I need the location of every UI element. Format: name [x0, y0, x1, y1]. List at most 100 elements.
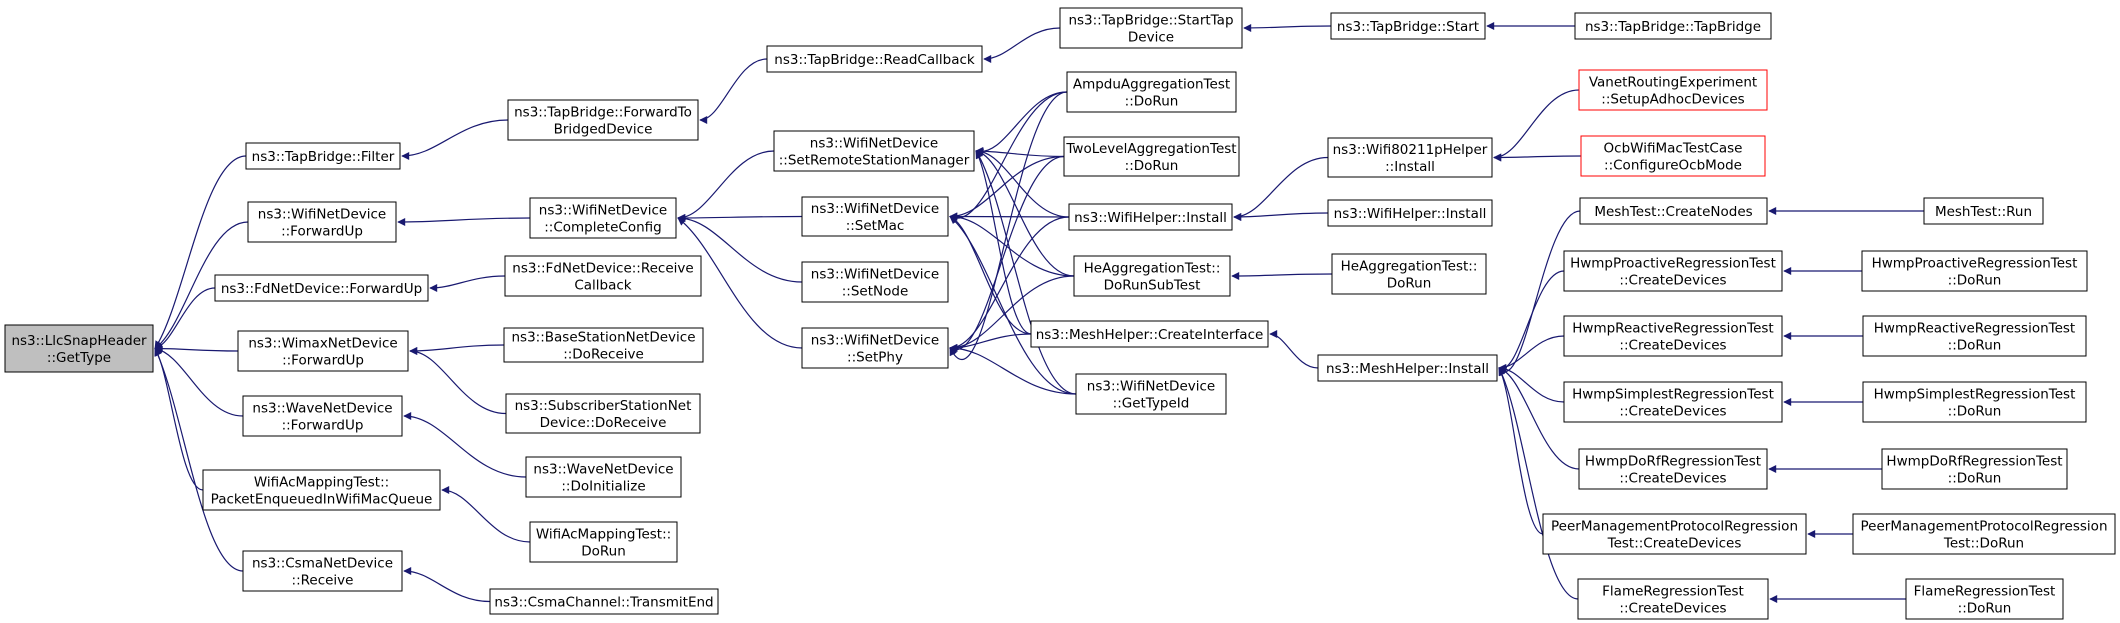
- node-n44[interactable]: HwmpProactiveRegressionTest::DoRun: [1861, 250, 2088, 292]
- node-n47[interactable]: HwmpDoRfRegressionTest::DoRun: [1881, 448, 2068, 490]
- edge-n19-n9: [677, 214, 803, 283]
- node-label: Device::DoReceive: [540, 415, 667, 431]
- node-box: [1861, 250, 2088, 292]
- node-box: [1068, 203, 1233, 231]
- node-n35[interactable]: OcbWifiMacTestCase::ConfigureOcbMode: [1580, 135, 1766, 177]
- node-box: [801, 327, 949, 369]
- node-n25[interactable]: HeAggregationTest::DoRunSubTest: [1073, 255, 1231, 297]
- node-n6[interactable]: WifiAcMappingTest::PacketEnqueuedInWifiM…: [202, 469, 441, 511]
- node-n13[interactable]: ns3::WaveNetDevice::DoInitialize: [525, 456, 682, 498]
- node-box: [1317, 354, 1498, 382]
- node-n45[interactable]: HwmpReactiveRegressionTest::DoRun: [1862, 315, 2087, 357]
- node-box: [1574, 12, 1772, 40]
- node-box: [1327, 199, 1493, 227]
- node-n16[interactable]: ns3::TapBridge::ReadCallback: [766, 45, 983, 73]
- node-n9[interactable]: ns3::WifiNetDevice::CompleteConfig: [529, 197, 677, 239]
- node-label: WifiAcMappingTest::: [254, 475, 389, 491]
- edge-n1-n0: [154, 155, 247, 350]
- edge-n23-n17: [975, 147, 1065, 158]
- node-n37[interactable]: HwmpProactiveRegressionTest::CreateDevic…: [1563, 250, 1783, 292]
- node-n31[interactable]: HeAggregationTest::DoRun: [1331, 253, 1487, 295]
- node-n28[interactable]: ns3::TapBridge::Start: [1330, 12, 1486, 40]
- node-n17[interactable]: ns3::WifiNetDevice::SetRemoteStationMana…: [773, 130, 975, 172]
- node-n1[interactable]: ns3::TapBridge::Filter: [245, 142, 401, 170]
- node-n34[interactable]: VanetRoutingExperiment::SetupAdhocDevice…: [1578, 69, 1768, 111]
- node-n18[interactable]: ns3::WifiNetDevice::SetMac: [801, 196, 949, 237]
- node-n0[interactable]: ns3::LlcSnapHeader::GetType: [4, 324, 154, 373]
- node-label: ns3::WifiHelper::Install: [1334, 206, 1487, 222]
- node-box: [247, 201, 397, 243]
- node-n46[interactable]: HwmpSimplestRegressionTest::DoRun: [1862, 381, 2087, 423]
- node-label: ns3::FdNetDevice::Receive: [512, 261, 693, 277]
- node-n5[interactable]: ns3::WaveNetDevice::ForwardUp: [242, 395, 403, 437]
- node-n19[interactable]: ns3::WifiNetDevice::SetNode: [801, 261, 949, 303]
- node-n43[interactable]: MeshTest::Run: [1923, 197, 2044, 225]
- edge-n10-n3: [429, 275, 506, 292]
- node-n7[interactable]: ns3::CsmaNetDevice::Receive: [242, 550, 403, 592]
- node-label: VanetRoutingExperiment: [1589, 75, 1757, 91]
- node-label: HeAggregationTest::: [1084, 261, 1221, 277]
- node-label: HwmpReactiveRegressionTest: [1572, 321, 1773, 337]
- node-label: ns3::MeshHelper::CreateInterface: [1036, 327, 1264, 343]
- node-n29[interactable]: ns3::Wifi80211pHelper::Install: [1327, 137, 1493, 178]
- node-box: [1923, 197, 2044, 225]
- node-n22[interactable]: AmpduAggregationTest::DoRun: [1066, 71, 1237, 113]
- node-n26[interactable]: ns3::MeshHelper::CreateInterface: [1030, 320, 1269, 348]
- node-label: ns3::WifiNetDevice: [258, 207, 386, 223]
- node-n33[interactable]: ns3::TapBridge::TapBridge: [1574, 12, 1772, 40]
- node-n20[interactable]: ns3::WifiNetDevice::SetPhy: [801, 327, 949, 369]
- node-label: ns3::TapBridge::TapBridge: [1585, 19, 1761, 35]
- node-box: [1030, 320, 1269, 348]
- node-n11[interactable]: ns3::BaseStationNetDevice::DoReceive: [503, 327, 704, 363]
- edge-n11-n4: [409, 344, 505, 355]
- node-label: ::Receive: [292, 573, 354, 589]
- node-n36[interactable]: MeshTest::CreateNodes: [1579, 197, 1768, 225]
- node-label: ::CreateDevices: [1619, 471, 1726, 487]
- node-n42[interactable]: FlameRegressionTest::CreateDevices: [1577, 578, 1769, 620]
- node-n12[interactable]: ns3::SubscriberStationNetDevice::DoRecei…: [505, 393, 701, 434]
- node-n38[interactable]: HwmpReactiveRegressionTest::CreateDevice…: [1563, 315, 1783, 357]
- node-n30[interactable]: ns3::WifiHelper::Install: [1327, 199, 1493, 227]
- node-n4[interactable]: ns3::WimaxNetDevice::ForwardUp: [237, 330, 409, 372]
- node-n14[interactable]: WifiAcMappingTest::DoRun: [529, 521, 678, 563]
- edge-n6-n0: [154, 347, 204, 491]
- node-label: HeAggregationTest::: [1341, 259, 1478, 275]
- edge-n27-n17: [975, 150, 1077, 395]
- node-label: ::Install: [1385, 159, 1435, 175]
- node-label: ns3::WifiNetDevice: [811, 267, 939, 283]
- node-box: [1075, 373, 1227, 415]
- edge-n30-n24: [1233, 212, 1329, 221]
- node-n48[interactable]: PeerManagementProtocolRegressionTest::Do…: [1852, 513, 2116, 555]
- node-label: HwmpReactiveRegressionTest: [1874, 321, 2075, 337]
- node-n40[interactable]: HwmpDoRfRegressionTest::CreateDevices: [1578, 448, 1768, 490]
- edge-n4-n0: [154, 344, 239, 353]
- node-label: ::GetTypeId: [1113, 396, 1190, 412]
- node-label: ::ForwardUp: [281, 224, 363, 240]
- edge-n22-n20: [949, 91, 1068, 360]
- node-box: [1059, 7, 1243, 49]
- edge-n29-n24: [1233, 156, 1329, 221]
- node-box: [214, 274, 429, 302]
- edge-n25-n18: [949, 212, 1075, 277]
- node-n41[interactable]: PeerManagementProtocolRegressionTest::Cr…: [1542, 513, 1807, 555]
- node-n39[interactable]: HwmpSimplestRegressionTest::CreateDevice…: [1563, 381, 1783, 423]
- node-n49[interactable]: FlameRegressionTest::DoRun: [1905, 578, 2064, 620]
- node-label: Test::CreateDevices: [1607, 536, 1742, 552]
- edge-n13-n5: [403, 412, 527, 478]
- node-n15[interactable]: ns3::CsmaChannel::TransmitEnd: [489, 588, 719, 615]
- node-label: ::SetMac: [846, 218, 905, 234]
- node-n2[interactable]: ns3::WifiNetDevice::ForwardUp: [247, 201, 397, 243]
- edge-n27-n18: [949, 215, 1077, 395]
- node-label: ::ForwardUp: [282, 418, 364, 434]
- node-n32[interactable]: ns3::MeshHelper::Install: [1317, 354, 1498, 382]
- node-n3[interactable]: ns3::FdNetDevice::ForwardUp: [214, 274, 429, 302]
- node-n23[interactable]: TwoLevelAggregationTest::DoRun: [1063, 136, 1240, 177]
- node-box: [1881, 448, 2068, 490]
- node-label: ns3::FdNetDevice::ForwardUp: [221, 281, 422, 297]
- node-n27[interactable]: ns3::WifiNetDevice::GetTypeId: [1075, 373, 1227, 415]
- node-n24[interactable]: ns3::WifiHelper::Install: [1068, 203, 1233, 231]
- node-label: BridgedDevice: [554, 122, 653, 138]
